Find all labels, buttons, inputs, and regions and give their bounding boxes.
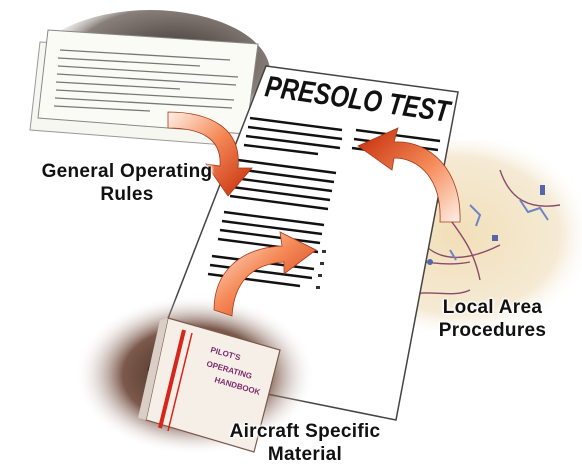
pilots-operating-handbook: PILOT'S OPERATING HANDBOOK [75,295,315,455]
label-line: Rules [100,184,154,205]
local-area-procedures-label: Local Area Procedures [405,296,580,342]
general-operating-rules-label: General Operating Rules [18,160,236,206]
label-line: Local Area [442,297,543,318]
arrow-map-to-test [357,127,461,223]
label-line: Aircraft Specific [229,421,381,442]
label-line: General Operating [41,161,213,182]
general-operating-rules-document [29,10,270,147]
arrow-rules-to-test [167,111,253,197]
label-line: Procedures [438,320,547,341]
aircraft-specific-material-label: Aircraft Specific Material [200,420,410,466]
label-line: Material [267,444,343,465]
sheet-margin-dots [316,250,326,289]
rules-text-lines [53,49,239,112]
arrow-handbook-to-test [213,231,317,317]
handbook-red-stripe [158,329,186,429]
